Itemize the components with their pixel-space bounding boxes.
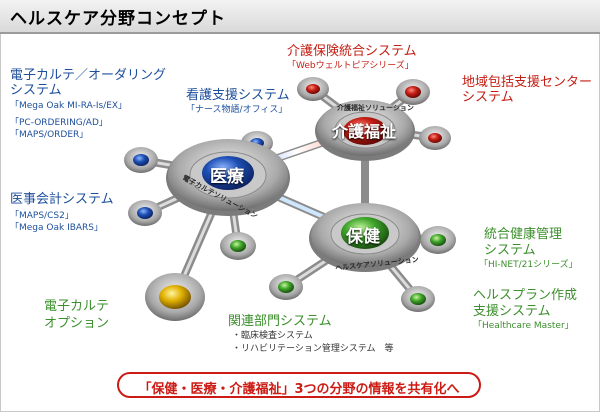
related-name: 関連部門システム (228, 314, 332, 329)
health-plan-name-line2: 支援システム (473, 304, 551, 319)
node-care-insurance (297, 77, 329, 101)
emr-product-2: 「PC-ORDERING/AD」 (10, 118, 108, 128)
hub-label-hoken: 保健 (346, 227, 380, 247)
page-title: ヘルスケア分野コンセプト (10, 9, 226, 29)
health-mgmt-product: 「HI-NET/21シリーズ」 (479, 260, 578, 270)
emr-product-3: 「MAPS/ORDER」 (10, 130, 89, 140)
emr-product-1: 「Mega Oak MI-RA-Is/EX」 (10, 101, 128, 111)
node-kaigo-extra (419, 126, 451, 150)
health-plan-name-line1: ヘルスプラン作成 (473, 288, 578, 303)
care-insurance-product: 「Webウェルトピアシリーズ」 (287, 61, 414, 71)
accounting-product-2: 「Mega Oak IBARS」 (10, 223, 104, 233)
related-item-1: ・臨床検査システム (232, 331, 313, 341)
accounting-name: 医事会計システム (10, 192, 114, 207)
title-bar: ヘルスケア分野コンセプト (0, 0, 600, 34)
node-emr (124, 147, 158, 173)
health-mgmt-name-line1: 統合健康管理 (484, 227, 563, 242)
node-regional (396, 79, 430, 105)
regional-name-line1: 地域包括支援センター (462, 75, 593, 90)
node-related-2 (269, 274, 303, 300)
ring-label-kaigo: 介護福祉ソリューション (337, 104, 414, 112)
emr-option-line2: オプション (44, 316, 110, 331)
related-item-2: ・リハビリテーション管理システム 等 (232, 344, 394, 354)
node-accounting (128, 200, 162, 226)
node-health-plan (401, 286, 435, 312)
banner-text: 「保健・医療・介護福祉」3つの分野の情報を共有化へ (138, 382, 460, 397)
emr-name-line2: システム (10, 83, 62, 98)
hub-ring-iryo (166, 139, 290, 216)
care-insurance-name: 介護保険統合システム (287, 44, 417, 59)
node-related-1 (220, 232, 256, 260)
node-health-mgmt (420, 226, 456, 254)
hub-label-iryo: 医療 (210, 167, 244, 187)
health-plan-product: 「Healthcare Master」 (473, 321, 574, 331)
hub-ring-hoken (309, 203, 421, 272)
regional-name-line2: システム (462, 90, 514, 105)
emr-option-line1: 電子カルテ (44, 299, 110, 314)
nursing-product: 「ナース物語/オフィス」 (186, 105, 288, 115)
emr-name-line1: 電子カルテ／オーダリング (10, 68, 167, 83)
accounting-product-1: 「MAPS/CS2」 (10, 211, 74, 221)
nursing-name: 看護支援システム (186, 88, 290, 103)
health-mgmt-name-line2: システム (484, 243, 536, 258)
bottom-banner: 「保健・医療・介護福祉」3つの分野の情報を共有化へ (117, 372, 481, 398)
hub-ring-kaigo (315, 100, 415, 161)
node-emr-option (145, 273, 205, 321)
hub-label-kaigo: 介護福祉 (332, 122, 397, 141)
